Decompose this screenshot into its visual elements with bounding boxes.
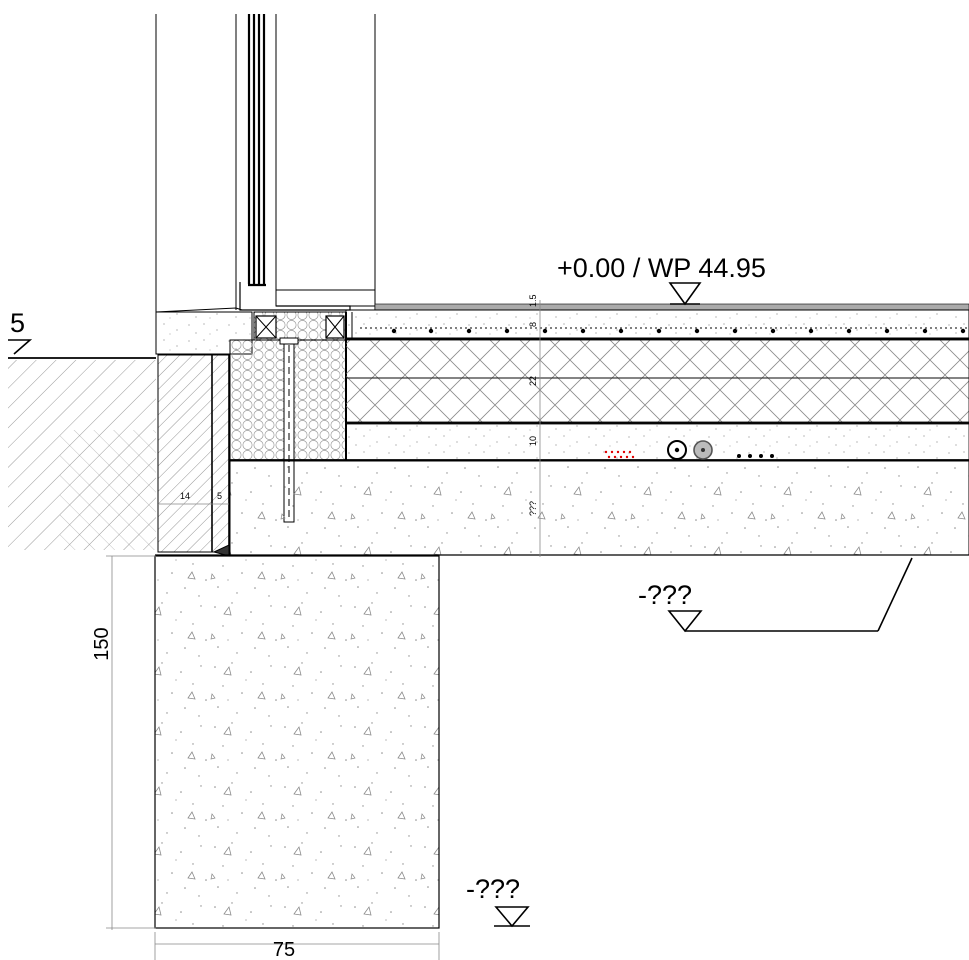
dim-perimeter-1: 14 (180, 491, 190, 501)
level-marker-slab (667, 557, 913, 633)
floor-finish (345, 303, 969, 339)
level-marker-left (8, 339, 33, 355)
slab-level-label: -??? (638, 580, 692, 610)
floor-insulation (345, 337, 969, 424)
foundation-level-label: -??? (466, 874, 520, 904)
concrete-slab (155, 460, 969, 556)
left-level-label: 5 (10, 308, 25, 338)
dim-finish: 1.5 (528, 294, 538, 307)
foundation-footing (154, 555, 440, 929)
foundation-height-label: 150 (91, 627, 113, 660)
window-frame (155, 14, 376, 313)
dim-screed: 8 (528, 322, 538, 327)
floor-level-label: +0.00 / WP 44.95 (557, 253, 766, 283)
screed-rebars (391, 328, 966, 334)
dim-fill: 10 (528, 436, 538, 446)
foundation-width-label: 75 (273, 939, 295, 960)
level-marker-foundation (494, 906, 530, 928)
level-marker-floor (668, 282, 702, 306)
installation-fill (230, 423, 969, 461)
dim-slab: ??? (528, 501, 538, 516)
perimeter-wall (157, 354, 230, 557)
installation-pipes (604, 440, 774, 460)
dim-insulation: 22 (528, 376, 538, 386)
dim-perimeter-2: 5 (217, 491, 222, 501)
dimension-lines (106, 300, 541, 960)
soil-hatch (8, 357, 156, 550)
heating-pipe-marks (604, 450, 635, 459)
